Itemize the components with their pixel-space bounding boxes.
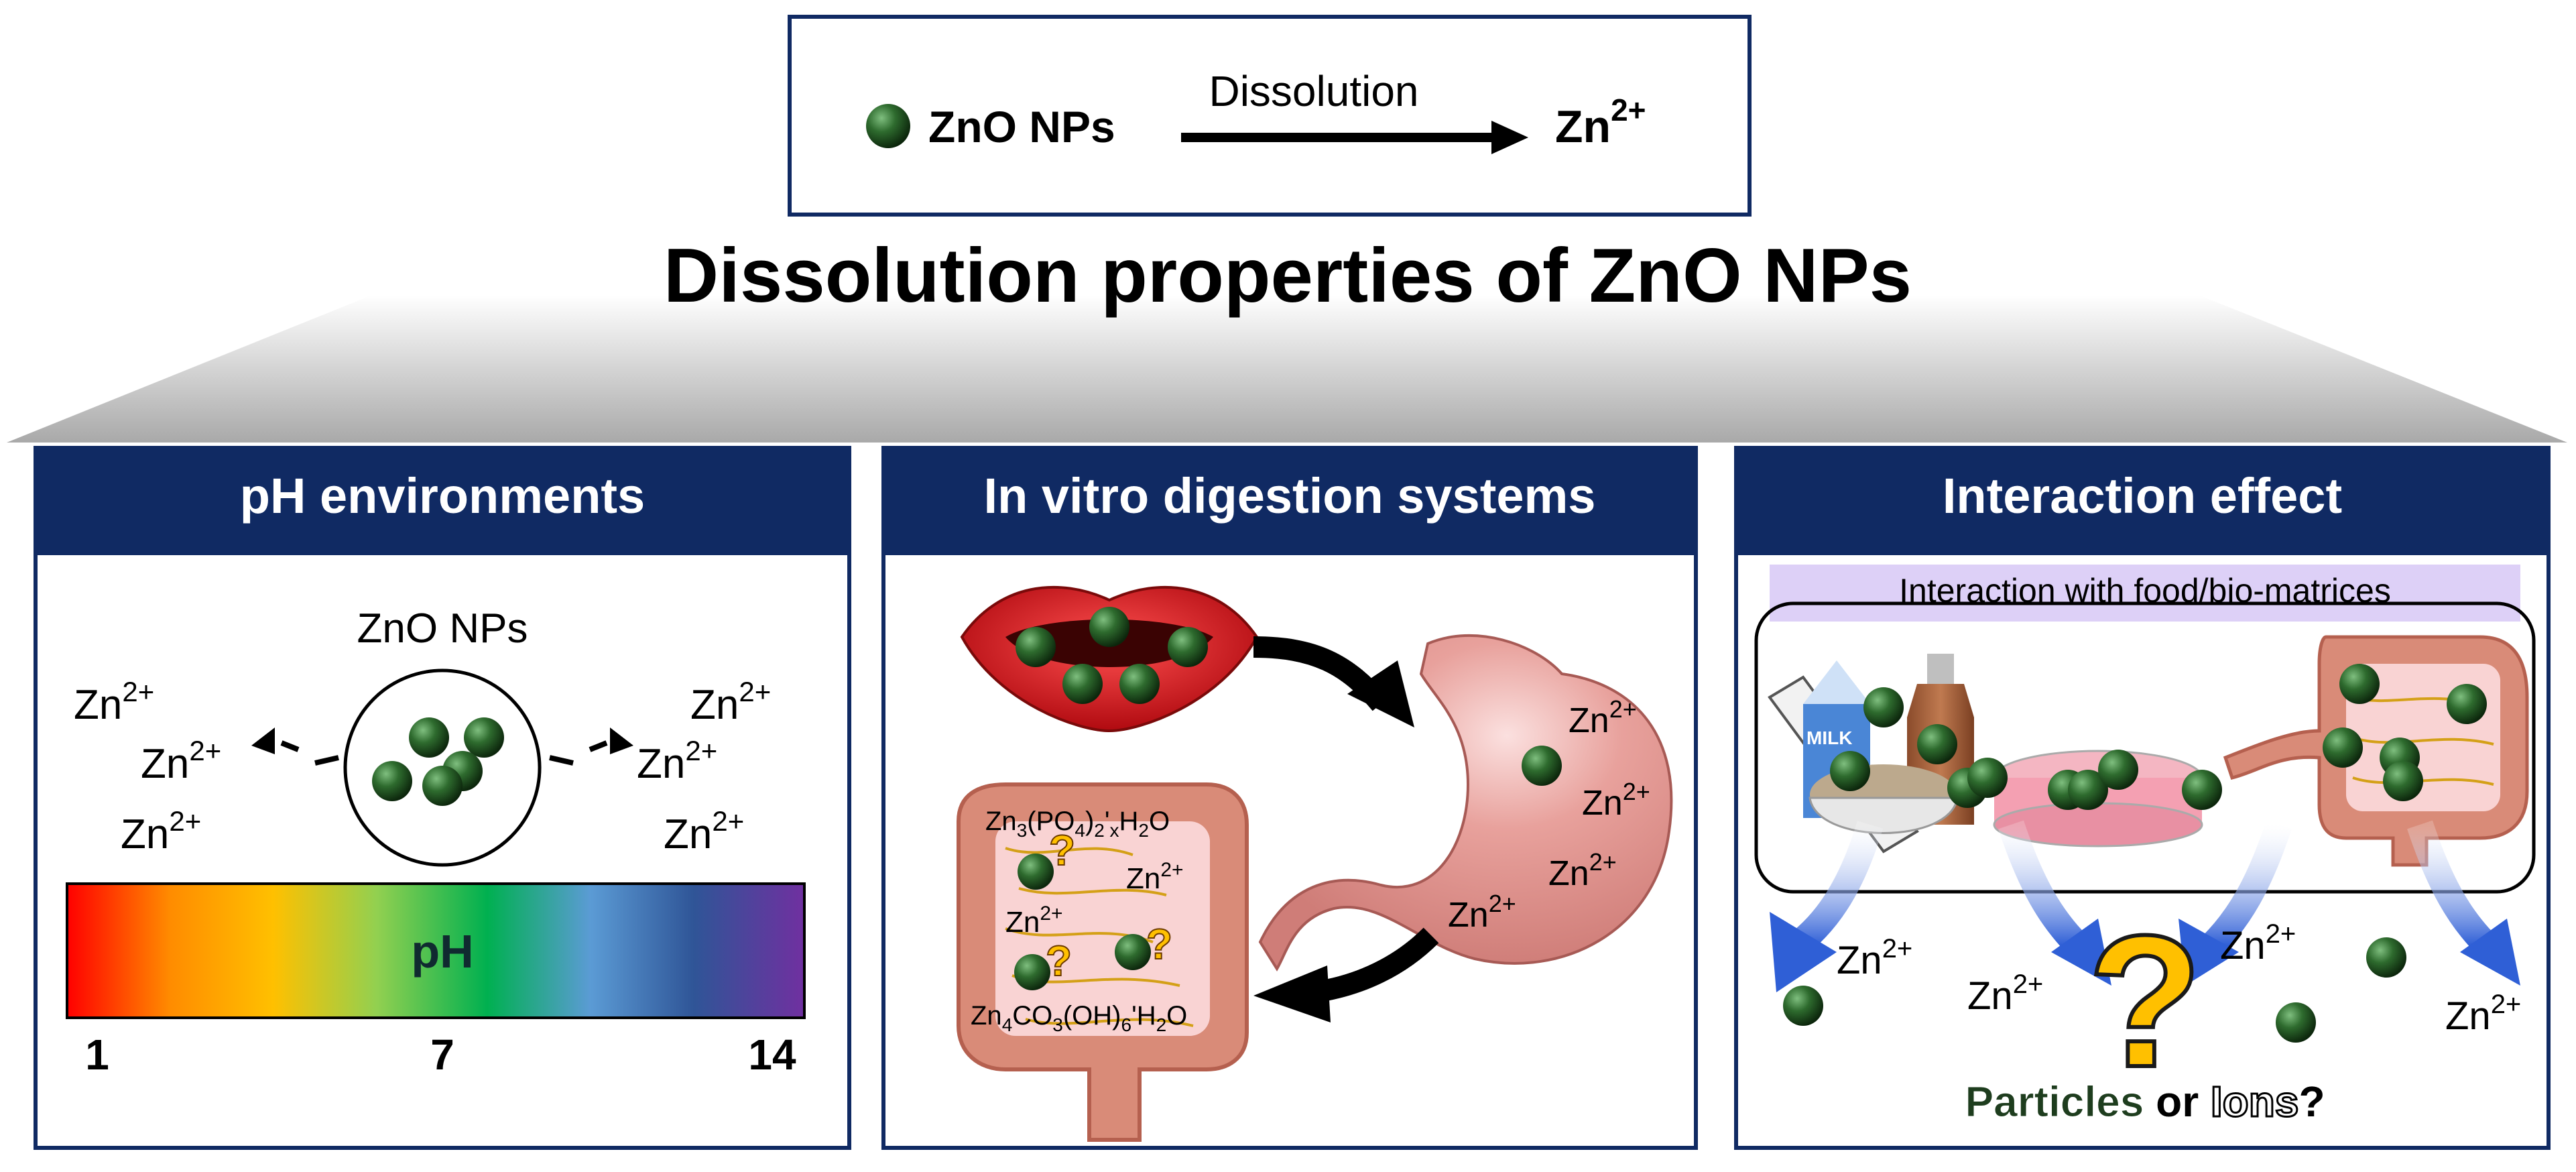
ph-gradient-bar	[66, 882, 806, 1019]
formula-carbonate: Zn4CO3(OH)6'H2O	[971, 1001, 1187, 1035]
ion-label: Zn2+	[1448, 890, 1516, 935]
nanoparticle	[2383, 761, 2423, 801]
ion-label: Zn2+	[1126, 859, 1184, 895]
question-mark-icon: ?	[1046, 937, 1072, 985]
nanoparticle	[1783, 986, 1823, 1026]
title-banner	[7, 295, 2567, 443]
header-product: Zn2+	[1555, 93, 1646, 152]
ion-label: Zn2+	[1569, 695, 1637, 740]
release-arrow-blue-head	[2179, 919, 2239, 986]
ion-label: Zn2+	[141, 735, 221, 787]
panel-interaction-effect: Interaction effect Interaction with food…	[1734, 446, 2551, 1150]
flow-arrow-head	[1253, 965, 1331, 1022]
release-dash-right	[549, 740, 608, 766]
release-head-right	[610, 727, 633, 754]
nanoparticle	[1014, 954, 1050, 990]
nanoparticle	[1115, 934, 1151, 970]
ion-label: Zn2+	[690, 676, 771, 728]
ion-label: Zn2+	[1548, 848, 1617, 893]
question-mark-icon: ?	[1146, 920, 1172, 968]
nanoparticle	[1917, 724, 1957, 764]
nanoparticle	[2068, 770, 2108, 810]
nanoparticle-icon	[866, 104, 910, 148]
ph-tick-14: 14	[748, 1031, 796, 1079]
milk-label: MILK	[1806, 727, 1852, 748]
panel-in-vitro-digestion: In vitro digestion systems Zn2+ Zn2+ Zn2…	[881, 446, 1698, 1150]
stomach-icon	[1258, 634, 1673, 972]
nanoparticle	[422, 766, 463, 806]
ion-label: Zn2+	[637, 735, 717, 787]
header-box	[788, 15, 1752, 217]
header-reactant: ZnO NPs	[928, 102, 1115, 152]
release-head-left	[251, 727, 275, 754]
nanoparticle	[2323, 727, 2363, 768]
nanoparticle	[1062, 664, 1103, 704]
big-question-mark-icon: ?	[2087, 897, 2202, 1106]
panel3-title: Interaction effect	[1943, 468, 2342, 524]
nanoparticle	[2098, 750, 2138, 790]
nanoparticle	[1522, 746, 1562, 786]
release-arrow-blue	[2202, 820, 2292, 955]
ph-tick-1: 1	[85, 1031, 109, 1079]
release-arrow-blue-head	[1770, 912, 1837, 992]
nanoparticle	[2276, 1002, 2316, 1043]
release-dash-left	[280, 740, 339, 766]
nanoparticle	[1830, 751, 1870, 791]
ion-label: Zn2+	[664, 805, 744, 858]
nanoparticle	[1967, 758, 2008, 798]
release-arrow-blue	[2407, 820, 2497, 955]
panel2-title: In vitro digestion systems	[984, 468, 1596, 524]
nanoparticle	[1168, 627, 1208, 667]
bottle-cap	[1927, 654, 1954, 684]
nanoparticle	[1089, 607, 1129, 647]
question-mark-icon: ?	[1049, 826, 1075, 874]
cluster-label: ZnO NPs	[357, 605, 528, 652]
panel1-header	[34, 446, 851, 553]
nanoparticle	[464, 717, 504, 758]
ph-tick-7: 7	[430, 1031, 454, 1079]
interaction-banner	[1770, 565, 2520, 622]
nanoparticle	[1016, 627, 1056, 667]
release-arrow-blue-head	[2051, 919, 2111, 986]
release-arrow-blue	[1998, 820, 2088, 955]
nanoparticle	[2447, 684, 2487, 724]
intestine-villi	[1005, 847, 1194, 1027]
ion-label: Zn2+	[121, 805, 201, 858]
nanoparticle	[409, 717, 449, 758]
ion-label: Zn2+	[1837, 934, 1912, 982]
milk-carton-top	[1803, 660, 1870, 704]
nanoparticle	[372, 761, 412, 801]
release-arrow-blue-head	[2460, 919, 2520, 986]
nanoparticle	[1119, 664, 1160, 704]
particles-or-ions-question: Particles or Ions?	[1965, 1077, 2325, 1126]
flow-arrow-stomach-intestine	[1312, 927, 1439, 1003]
cereal-bowl-base	[1808, 797, 1959, 834]
ion-label: Zn2+	[2445, 990, 2521, 1038]
matrix-container	[1754, 601, 2536, 894]
ph-bar-label: pH	[411, 925, 473, 978]
header-process: Dissolution	[1209, 67, 1418, 115]
nanoparticle	[2339, 664, 2380, 704]
nanoparticle	[2182, 770, 2222, 810]
nanoparticle	[1018, 854, 1054, 890]
nanoparticle	[1863, 687, 1904, 727]
ion-label: Zn2+	[1582, 778, 1650, 823]
ion-label: Zn2+	[2220, 919, 2296, 968]
ion-label: Zn2+	[1005, 902, 1063, 939]
panel-ph-environments: pH environments ZnO NPs Zn2+ Zn2+ Zn2+ Z…	[34, 446, 851, 1150]
panel1-title: pH environments	[240, 468, 645, 524]
main-title: Dissolution properties of ZnO NPs	[664, 233, 1912, 318]
ion-label: Zn2+	[1967, 970, 2043, 1018]
panel2-header	[881, 446, 1698, 553]
ion-label: Zn2+	[74, 676, 154, 728]
nanoparticle	[2366, 937, 2406, 978]
formula-phosphate: Zn3(PO4)2'xH2O	[985, 807, 1170, 841]
panel3-header	[1734, 446, 2551, 553]
header-arrow-head	[1491, 121, 1528, 154]
flow-arrow-head	[1347, 660, 1414, 727]
